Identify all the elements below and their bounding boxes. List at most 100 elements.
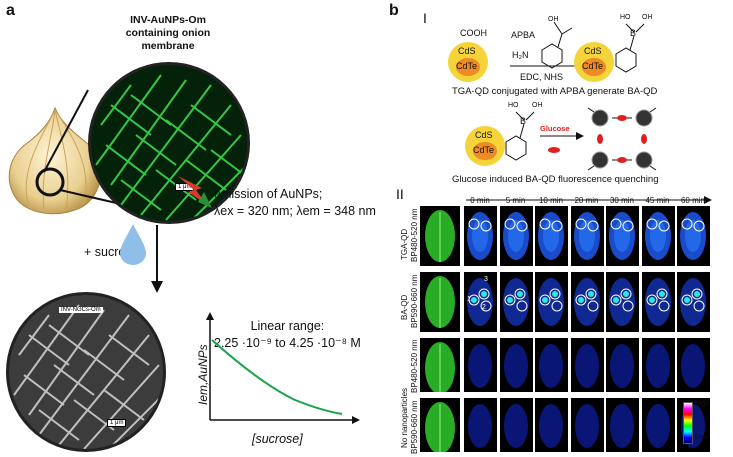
ba-qd-dot-2: CdS CdTe (465, 126, 505, 166)
cdte-label-1: CdTe (456, 61, 478, 71)
fluorescence-image (677, 272, 710, 332)
fluorescence-image (464, 206, 497, 266)
fluorescence-image (499, 272, 533, 332)
apba-oh-1: OH (548, 16, 559, 23)
filter-label-2: BP590-660 nm (410, 274, 419, 328)
boron-label-1: B (630, 28, 637, 38)
ba-structure-1 (615, 23, 645, 73)
row-label-tga-qd: TGA-QD (400, 228, 409, 260)
roi-number-3: 3 (484, 276, 488, 283)
time-axis-arrow (466, 196, 712, 204)
fluorescence-image (641, 338, 675, 392)
qd-aggregate-diagram (587, 107, 657, 171)
boron-label-2: B (520, 116, 527, 126)
fluorescence-image (677, 206, 710, 266)
glucose-label: Glucose (540, 124, 570, 133)
section-ii-label: II (396, 186, 404, 202)
cdte-label-2: CdTe (582, 61, 604, 71)
fluorescence-image (641, 272, 675, 332)
fluorescence-image (464, 398, 497, 452)
chart-ylabel: Iem,AuNPs (196, 344, 210, 405)
oh-label-2: OH (532, 102, 543, 109)
fluorescence-image (606, 272, 639, 332)
colorbar (683, 402, 693, 444)
linear-range: Linear range: 2.25 ·10⁻⁹ to 4.25 ·10⁻⁸ M (214, 318, 361, 352)
oh-label-1: OH (642, 14, 653, 21)
fluorescence-image (499, 206, 533, 266)
response-curve (211, 339, 343, 415)
scalebar-top-label: 1 μm (178, 184, 192, 190)
apba-structure (541, 21, 573, 69)
emission-arrow (178, 176, 212, 208)
linear-range-line-2: 2.25 ·10⁻⁹ to 4.25 ·10⁻⁸ M (214, 336, 361, 350)
edc-label: EDC, NHS (520, 72, 564, 82)
onion-illustration (8, 106, 102, 215)
ho-label-1: HO (620, 14, 631, 21)
schematic-response-curve (206, 312, 360, 424)
emission-line-1: emission of AuNPs; (214, 187, 323, 201)
tga-qd-dot: CdS CdTe (448, 42, 488, 82)
inv-label-box: INV-NGCs-Om (59, 307, 103, 313)
linear-range-line-1: Linear range: (250, 319, 325, 333)
fluorescence-image (570, 206, 604, 266)
reference-leaf-image (420, 398, 460, 452)
fluorescence-image (499, 338, 533, 392)
glucose-arrow (540, 132, 584, 153)
reference-leaf-image (420, 272, 460, 332)
colorbar-high: High (695, 400, 710, 407)
fluorescence-image (535, 272, 568, 332)
cooh-label: COOH (460, 28, 487, 38)
ho-label-2: HO (508, 102, 519, 109)
cds-label-3: CdS (475, 130, 493, 140)
panel-a-title: INV-AuNPs-Om containing onion membrane (98, 14, 238, 53)
fluorescence-image (464, 338, 497, 392)
fluorescence-image (606, 338, 639, 392)
onion-membrane-sem-micrograph: INV-NGCs-Om 1 μm (6, 292, 166, 452)
scalebar-bottom: 1 μm (107, 419, 127, 427)
fluorescence-image (606, 398, 639, 452)
down-arrow (151, 225, 163, 293)
fluorescence-image (641, 398, 675, 452)
apba-label: APBA (511, 30, 536, 40)
fluorescence-image (641, 206, 675, 266)
panel-a-letter: a (6, 2, 15, 19)
onion-membrane-fluorescence-micrograph: 1 μm (88, 62, 250, 224)
title-line-2: containing onion (125, 27, 211, 39)
caption-1: TGA-QD conjugated with APBA generate BA-… (452, 86, 658, 97)
cds-label-1: CdS (458, 46, 476, 56)
roi-number-1: 1 (467, 296, 471, 303)
row-label-ba-qd: BA-QD (400, 294, 409, 320)
fluorescence-image (464, 272, 497, 332)
colorbar-low: Low (695, 434, 708, 441)
caption-2: Glucose induced BA-QD fluorescence quenc… (452, 174, 659, 185)
scalebar-bottom-label: 1 μm (110, 420, 124, 426)
fluorescence-image (535, 206, 568, 266)
fluorescence-image (677, 338, 710, 392)
sucrose-drop-icon (120, 224, 146, 265)
emission-line-2: λex = 320 nm; λem = 348 nm (214, 204, 376, 218)
fluorescence-image (535, 398, 568, 452)
reference-leaf-image (420, 338, 460, 392)
fluorescence-image (535, 338, 568, 392)
roi-number-2: 2 (482, 304, 486, 311)
filter-label-4: BP590-660 nm (410, 400, 419, 454)
inv-label: INV-NGCs-Om (61, 307, 101, 313)
chart-xlabel: [sucrose] (252, 432, 303, 446)
filter-label-3: BP480-520 nm (410, 339, 419, 393)
h2n-label: H₂N (512, 50, 529, 60)
cds-label-2: CdS (584, 46, 602, 56)
section-i-label: I (423, 10, 427, 26)
fluorescence-image (606, 206, 639, 266)
fluorescence-image (570, 398, 604, 452)
title-line-3: membrane (141, 40, 195, 52)
fluorescence-image (570, 338, 604, 392)
ba-structure-2 (505, 111, 535, 161)
title-line-1: INV-AuNPs-Om (130, 14, 206, 26)
reference-leaf-image (420, 206, 460, 266)
filter-label-1: BP480-520 nm (410, 208, 419, 262)
fluorescence-image (570, 272, 604, 332)
ba-qd-dot: CdS CdTe (574, 42, 614, 82)
cdte-label-3: CdTe (473, 145, 495, 155)
fluorescence-image (499, 398, 533, 452)
emission-text: emission of AuNPs; λex = 320 nm; λem = 3… (214, 186, 376, 220)
